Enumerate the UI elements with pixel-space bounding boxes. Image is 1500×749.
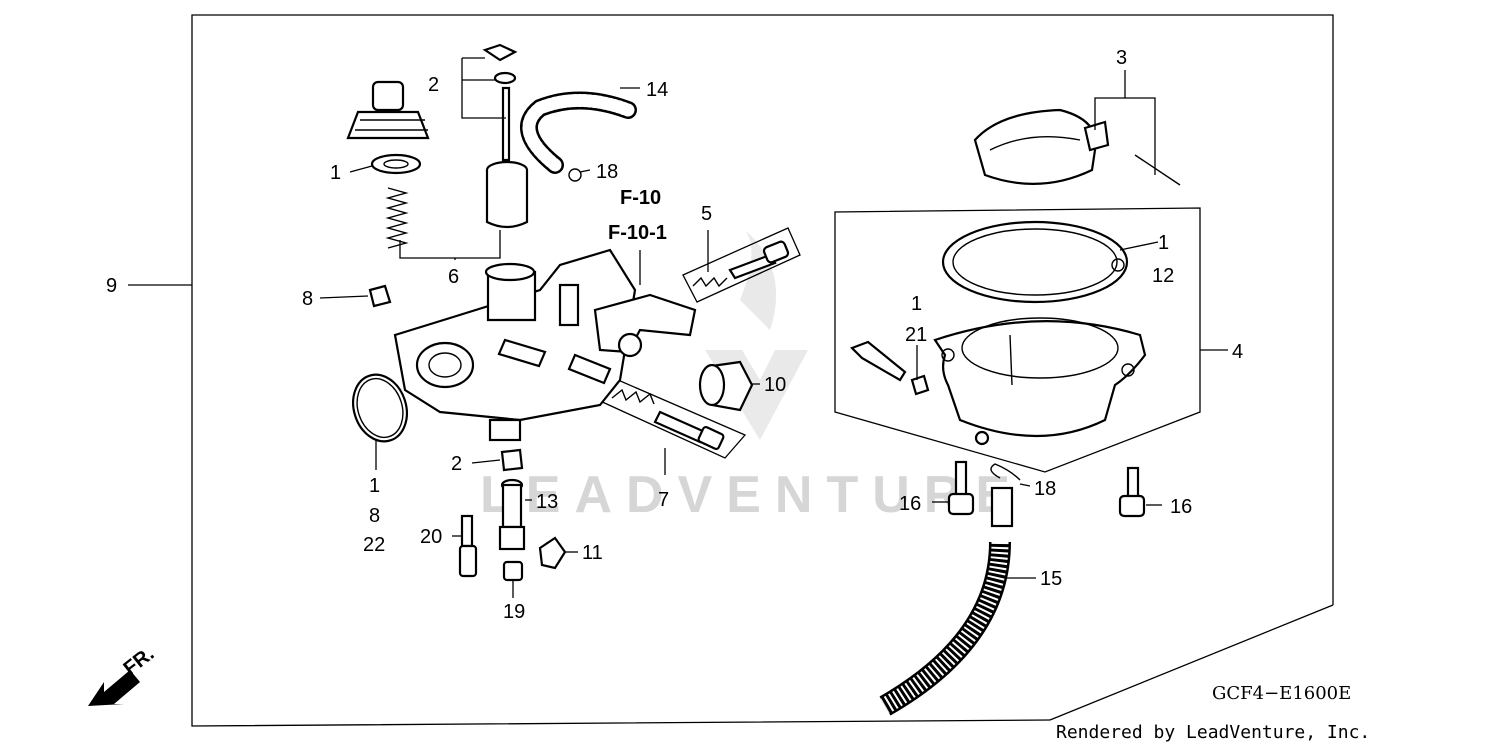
- label-18-low: 18: [1034, 478, 1056, 500]
- leader-lines: [128, 57, 1228, 598]
- ref-f10-1: F-10-1: [608, 222, 667, 244]
- label-22: 22: [363, 534, 385, 556]
- float-chamber-cover: [973, 108, 1110, 185]
- carburetor-top-cap: [346, 80, 430, 140]
- label-14: 14: [646, 79, 668, 101]
- drain-screw: [538, 536, 567, 570]
- label-6: 6: [448, 266, 459, 288]
- watermark-text: LEADVENTURE: [480, 466, 1024, 524]
- diagram-frame: [191, 14, 1334, 727]
- label-1-mid: 1: [911, 293, 922, 315]
- chamber-screw-right: [1118, 466, 1146, 518]
- cover-pin: [1134, 154, 1181, 186]
- slow-jet: [500, 448, 524, 472]
- needle-set-box: [682, 227, 801, 303]
- label-20: 20: [420, 526, 442, 548]
- float-chamber-gasket: [941, 220, 1129, 304]
- label-15: 15: [1040, 568, 1062, 590]
- label-8-low: 8: [369, 505, 380, 527]
- hose-clip: [990, 463, 1021, 481]
- diagram-frame-edge: [1049, 604, 1334, 721]
- o-ring-left: [352, 373, 408, 443]
- throttle-valve: [485, 160, 529, 229]
- diagram-code: GCF4−E1600E: [1212, 683, 1351, 704]
- label-1-gasket: 1: [1158, 232, 1169, 254]
- label-16-right: 16: [1170, 496, 1192, 518]
- carburetor-body: [393, 248, 697, 442]
- drain-tube: [879, 486, 1014, 716]
- tube-clip: [568, 168, 582, 182]
- main-jet-assembly: [611, 388, 725, 451]
- label-10: 10: [764, 374, 786, 396]
- main-jet: [502, 560, 524, 582]
- label-2-top: 2: [428, 74, 439, 96]
- chamber-screw-left: [947, 460, 975, 516]
- needle-jet-holder: [498, 478, 526, 551]
- cap-washer: [370, 153, 422, 175]
- label-21: 21: [905, 324, 927, 346]
- label-5: 5: [701, 203, 712, 225]
- ref-f10: F-10: [620, 187, 661, 209]
- jet-needle: [482, 43, 518, 162]
- pilot-screw: [458, 514, 478, 578]
- label-2-low: 2: [451, 453, 462, 475]
- label-4: 4: [1232, 341, 1243, 363]
- small-plate: [368, 284, 392, 308]
- label-13: 13: [536, 491, 558, 513]
- float-chamber: [933, 317, 1147, 446]
- label-3: 3: [1116, 47, 1127, 69]
- float-chamber-group-frame: [834, 207, 1201, 473]
- label-16-left: 16: [899, 493, 921, 515]
- label-9: 9: [106, 275, 117, 297]
- label-11: 11: [582, 542, 603, 564]
- label-1-low: 1: [369, 475, 380, 497]
- credit-text: Rendered by LeadVenture, Inc.: [1056, 722, 1370, 743]
- label-19: 19: [503, 601, 525, 623]
- label-12: 12: [1152, 265, 1174, 287]
- label-1-top: 1: [330, 162, 341, 184]
- throttle-spring: [385, 187, 409, 249]
- label-7: 7: [658, 489, 669, 511]
- float: [698, 360, 754, 412]
- label-18-top: 18: [596, 161, 618, 183]
- float-needle-assembly: [692, 240, 790, 288]
- front-direction-arrow: FR.: [88, 643, 158, 706]
- air-screw: [850, 340, 930, 396]
- label-8-left: 8: [302, 288, 313, 310]
